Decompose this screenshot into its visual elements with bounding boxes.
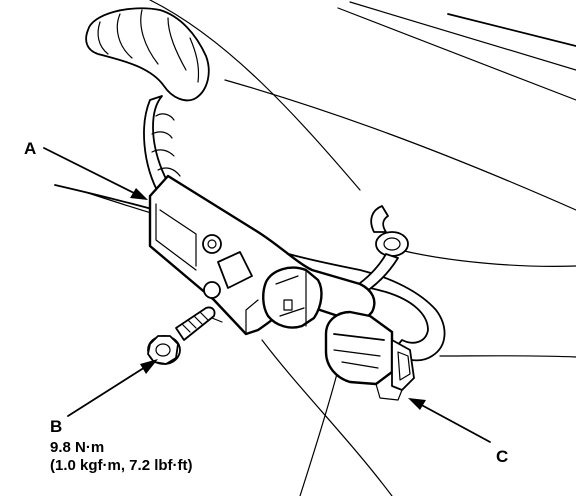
arrowhead-a	[130, 188, 148, 200]
sensor-connector-block	[262, 266, 323, 329]
leader-c	[415, 401, 491, 443]
torque-spec-nm: 9.8 N·m	[50, 439, 104, 456]
leader-b	[67, 363, 151, 417]
harness-clip	[349, 205, 409, 299]
torque-spec-alt: (1.0 kgf·m, 7.2 lbf·ft)	[50, 457, 193, 474]
arrowhead-c	[408, 398, 426, 410]
leader-lines	[43, 147, 491, 443]
callout-b-label: B	[50, 417, 62, 436]
connector-c	[324, 310, 415, 401]
callout-c-label: C	[496, 447, 508, 466]
callout-a-label: A	[24, 139, 36, 158]
body-panel-lines	[54, 0, 576, 496]
leader-a	[43, 147, 141, 197]
arrowhead-b	[140, 359, 158, 374]
mounting-bolt	[147, 306, 223, 365]
sensor-bracket	[148, 174, 376, 336]
harness-cover	[85, 7, 210, 102]
